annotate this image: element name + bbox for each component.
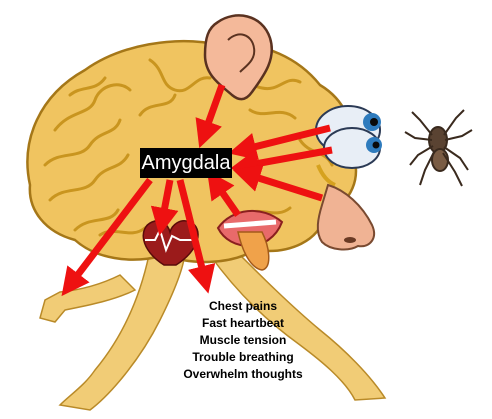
mouth-tongue-icon xyxy=(216,209,284,271)
arrows xyxy=(61,83,333,297)
arrow-mouth xyxy=(206,170,241,218)
arrow-eye-top xyxy=(228,124,331,161)
arrow-ear xyxy=(195,83,226,149)
symptom-item: Chest pains xyxy=(208,299,277,313)
arrow-hand xyxy=(61,177,153,297)
arrow-body xyxy=(176,179,216,294)
ear-icon xyxy=(203,14,273,101)
symptom-list: Chest pains Fast heartbeat Muscle tensio… xyxy=(172,298,314,383)
nose-icon xyxy=(316,183,376,251)
body-figure xyxy=(39,249,387,411)
symptom-item: Trouble breathing xyxy=(192,350,294,364)
symptom-item: Muscle tension xyxy=(199,333,287,347)
arrow-eye-bottom xyxy=(230,146,333,178)
arrow-nose xyxy=(232,164,324,202)
arrow-heart xyxy=(150,179,179,236)
spider-icon xyxy=(404,109,473,187)
amygdala-label: Amygdala xyxy=(140,148,232,178)
symptom-item: Fast heartbeat xyxy=(201,316,285,330)
symptom-item: Overwhelm thoughts xyxy=(183,367,303,381)
